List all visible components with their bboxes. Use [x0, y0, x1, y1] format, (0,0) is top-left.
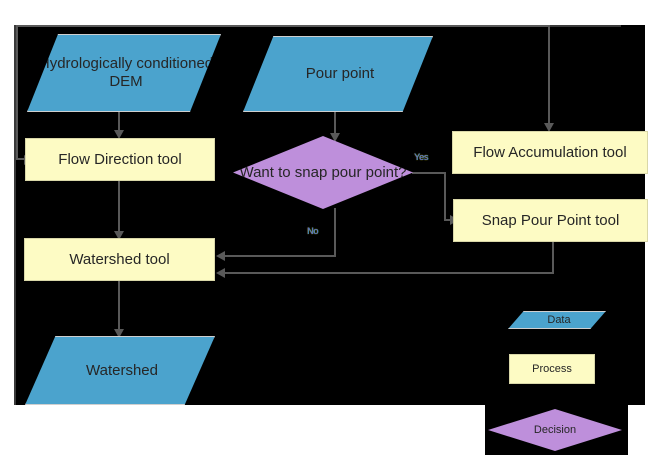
arrowhead-flowdirection-top [114, 130, 124, 139]
connector-left-rail-vertical [16, 25, 18, 159]
node-hydrologically-conditioned-dem[interactable]: Hydrologically conditioned DEM [27, 34, 221, 112]
connector-left-rail-into-flowdirection [16, 158, 28, 160]
connector-decision-yes-horizontal [412, 172, 446, 174]
connector-decision-yes-vertical [444, 172, 446, 220]
node-flow-accumulation-tool[interactable]: Flow Accumulation tool [452, 131, 648, 174]
node-watershed[interactable]: Watershed [25, 336, 215, 405]
node-label: Want to snap pour point? [239, 163, 407, 181]
arrowhead-decision-top [330, 133, 340, 142]
node-label: Watershed tool [69, 250, 170, 268]
node-label: Snap Pour Point tool [481, 211, 620, 229]
connector-snap-to-watershedtool-horizontal [224, 272, 554, 274]
node-flow-direction-tool[interactable]: Flow Direction tool [25, 138, 215, 181]
legend-label: Data [547, 314, 571, 326]
node-label: Flow Direction tool [58, 150, 182, 168]
connector-dem-to-flowaccum-vertical [548, 25, 550, 125]
node-label: Pour point [305, 65, 375, 83]
connector-dem-to-flowdirection [118, 112, 120, 133]
connector-watershedtool-to-watershed [118, 281, 120, 331]
connector-decision-no-vertical [334, 208, 336, 256]
connector-snap-to-watershedtool-vertical [552, 241, 554, 273]
connector-decision-no-horizontal [224, 255, 336, 257]
arrowhead-into-flow-accumulation [544, 123, 554, 132]
node-label: Flow Accumulation tool [473, 143, 627, 161]
connector-decision-yes-into-snap [444, 219, 454, 221]
node-snap-pour-point-tool[interactable]: Snap Pour Point tool [453, 199, 648, 242]
node-watershed-tool[interactable]: Watershed tool [24, 238, 215, 281]
legend-label: Decision [533, 424, 577, 436]
node-label: Hydrologically conditioned DEM [38, 55, 214, 90]
legend-item-process[interactable]: Process [509, 354, 595, 384]
branch-label-yes: Yes [414, 152, 429, 162]
arrowhead-watershedtool-right-lower [216, 268, 225, 278]
arrowhead-watershedtool-top [114, 231, 124, 240]
node-label: Watershed [86, 361, 158, 379]
branch-label-no: No [307, 226, 319, 236]
arrowhead-watershed-top [114, 329, 124, 338]
legend-label: Process [532, 363, 572, 375]
arrowhead-watershedtool-right-upper [216, 251, 225, 261]
connector-pourpoint-to-decision [334, 112, 336, 136]
connector-flowdirection-to-watershedtool [118, 181, 120, 233]
legend-item-data[interactable]: Data [508, 311, 606, 329]
connector-dem-to-flowaccum-horizontal [16, 25, 550, 27]
node-pour-point[interactable]: Pour point [243, 36, 433, 112]
